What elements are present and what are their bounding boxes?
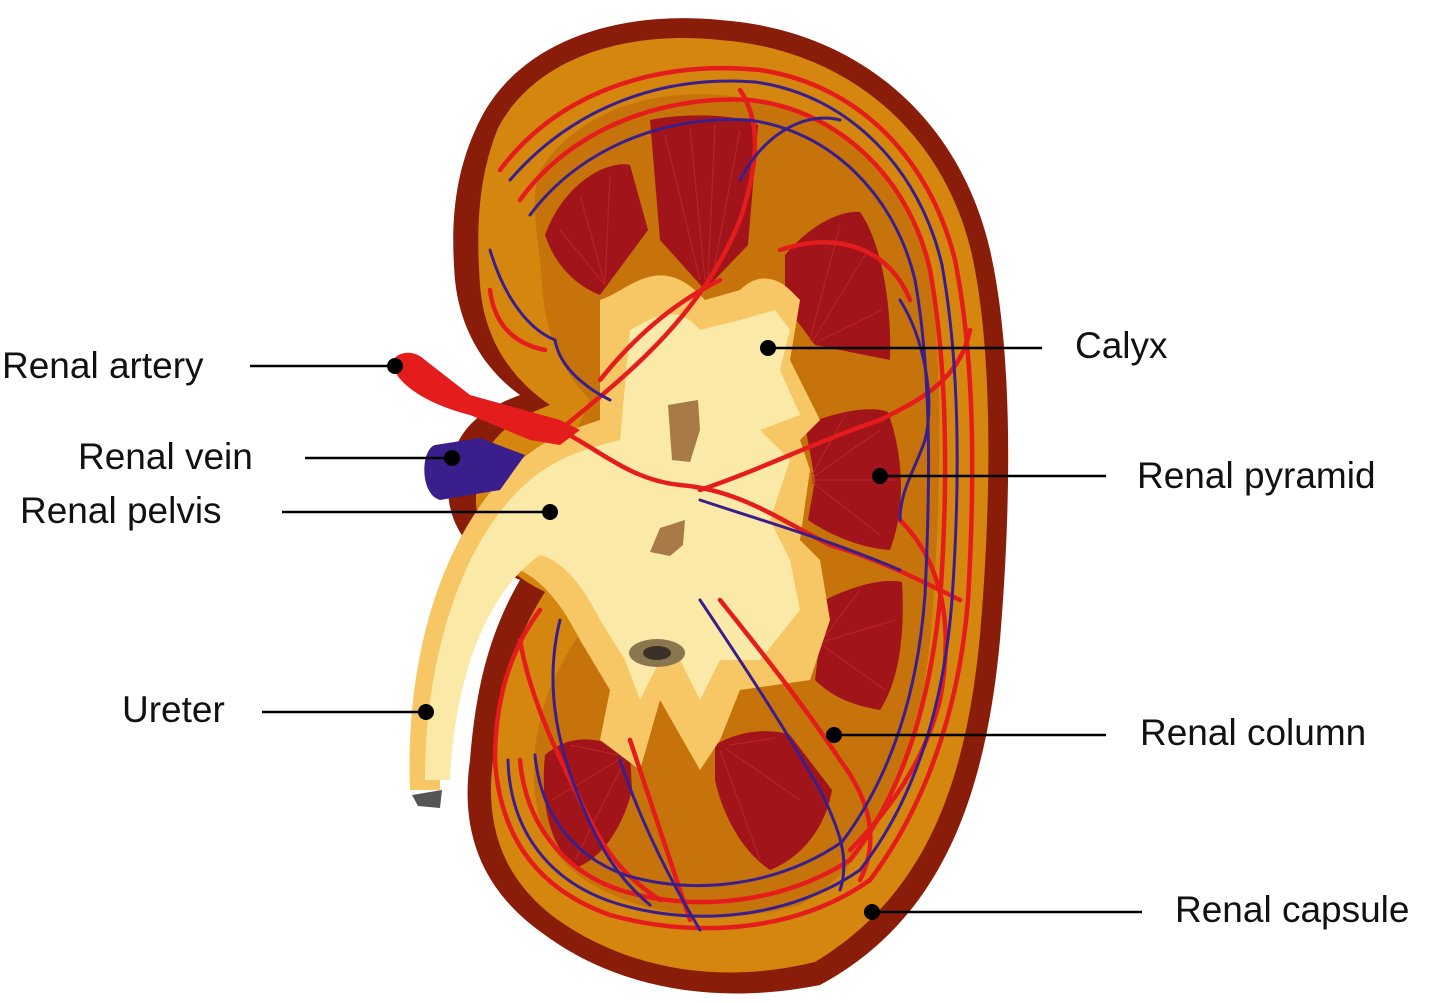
ureter-end — [412, 790, 442, 808]
renal-capsule-label: Renal capsule — [1175, 889, 1409, 930]
pyramid — [545, 164, 648, 295]
pyramid — [650, 115, 758, 290]
calyx-dot — [760, 340, 776, 356]
renal-column-label: Renal column — [1140, 712, 1366, 753]
renal-pelvis-label: Renal pelvis — [20, 490, 222, 531]
artery-network — [487, 65, 975, 931]
papilla-spot — [643, 646, 671, 660]
renal-pelvis-dot — [542, 504, 558, 520]
leader-lines — [250, 340, 1142, 920]
labels: Renal artery Renal vein Renal pelvis Ure… — [2, 325, 1409, 930]
papilla-spot — [668, 400, 700, 462]
pelvis-highlight — [425, 310, 800, 780]
renal-capsule-dot — [864, 904, 880, 920]
calyx-label: Calyx — [1075, 325, 1168, 366]
pelvis-system — [409, 275, 830, 808]
renal-column-dot — [826, 727, 842, 743]
renal-vein-dot — [444, 450, 460, 466]
papilla-spot — [650, 520, 685, 556]
blood-vessels — [392, 65, 975, 932]
renal-vein-label: Renal vein — [78, 436, 253, 477]
ureter-label: Ureter — [122, 689, 225, 730]
pyramid — [715, 731, 832, 870]
renal-artery-trunk — [392, 352, 580, 445]
renal-pyramid-dot — [872, 468, 888, 484]
vein-network — [488, 79, 959, 932]
renal-pyramid-label: Renal pyramid — [1137, 455, 1376, 496]
pyramid — [815, 580, 903, 710]
ureter-dot — [418, 704, 434, 720]
renal-artery-label: Renal artery — [2, 345, 204, 386]
renal-pyramids — [543, 115, 903, 870]
renal-artery-dot — [387, 358, 403, 374]
